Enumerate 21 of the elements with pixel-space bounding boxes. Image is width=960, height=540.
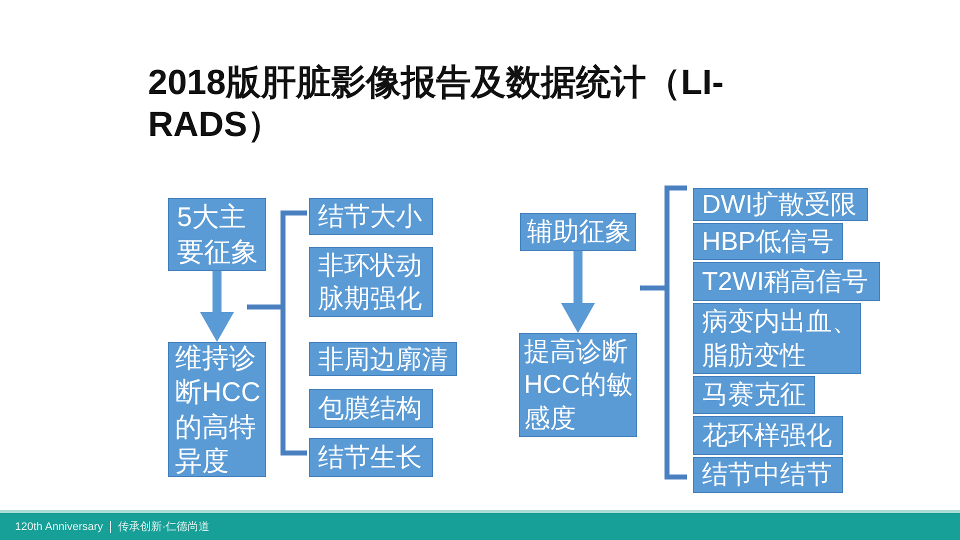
text-box: 非周边廓清: [309, 342, 457, 376]
slide-title: 2018版肝脏影像报告及数据统计（LI-RADS）: [148, 62, 725, 146]
text-box: 马赛克征: [693, 376, 815, 414]
text-box: T2WI稍高信号: [693, 262, 880, 301]
text-box: HBP低信号: [693, 223, 843, 260]
text-box: 维持诊断HCC的高特异度: [168, 342, 266, 477]
text-box: 提高诊断HCC的敏感度: [519, 333, 637, 437]
footer-text: 传承创新·仁德尚道: [118, 520, 210, 534]
text-box: 5大主要征象: [168, 198, 266, 271]
text-box: 包膜结构: [309, 389, 433, 428]
arrow: [561, 251, 595, 333]
text-box: 辅助征象: [520, 213, 636, 251]
text-box: 非环状动脉期强化: [309, 247, 433, 317]
text-box: DWI扩散受限: [693, 188, 868, 221]
text-box: 花环样强化: [693, 416, 843, 455]
text-box: 结节大小: [309, 198, 433, 235]
text-box: 结节中结节: [693, 457, 843, 493]
footer-text: 120th Anniversary: [15, 520, 104, 532]
text-box: 结节生长: [309, 438, 433, 477]
text-box: 病变内出血、脂肪变性: [693, 303, 861, 374]
arrow: [200, 271, 234, 342]
